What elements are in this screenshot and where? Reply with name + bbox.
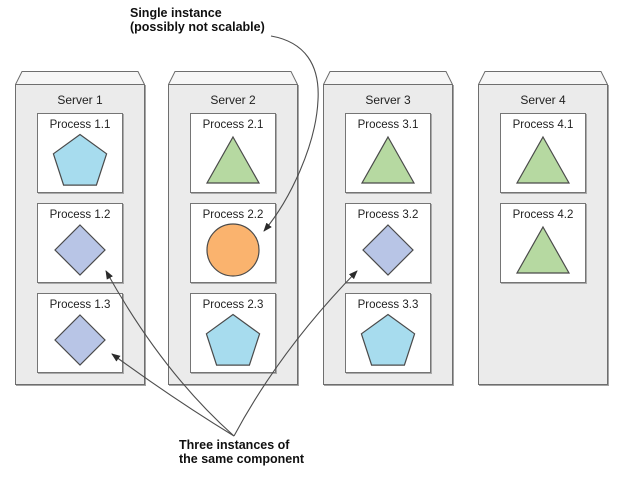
annotation-text-line: the same component [179, 451, 305, 466]
shape-wrap [52, 131, 108, 192]
process-label: Process 3.1 [357, 119, 419, 131]
shape-wrap [515, 221, 571, 282]
diamond-icon [54, 223, 106, 276]
shape-wrap [206, 221, 260, 282]
process-label: Process 4.2 [512, 209, 574, 221]
process-label: Process 2.3 [202, 299, 264, 311]
triangle-icon [360, 135, 416, 184]
server-roof [478, 71, 608, 85]
shape-wrap [205, 311, 261, 372]
process-label: Process 2.1 [202, 119, 264, 131]
triangle-icon [205, 135, 261, 184]
process-label: Process 1.2 [49, 209, 111, 221]
circle-icon [206, 222, 260, 277]
shape-wrap [54, 221, 106, 282]
process-label: Process 3.2 [357, 209, 419, 221]
triangle-icon [515, 225, 571, 274]
shape-wrap [205, 131, 261, 192]
process-box: Process 4.1 [500, 113, 586, 193]
server-title: Server 1 [57, 93, 103, 107]
server-title: Server 3 [365, 93, 411, 107]
server-roof [323, 71, 453, 85]
pentagon-icon [52, 133, 108, 186]
annotation-three-instances: Three instances of the same component [179, 438, 305, 466]
annotation-single-instance: Single instance (possibly not scalable) [130, 6, 265, 34]
process-box: Process 3.3 [345, 293, 431, 373]
process-label: Process 2.2 [202, 209, 264, 221]
process-box: Process 1.2 [37, 203, 123, 283]
server-title: Server 4 [520, 93, 566, 107]
shape-wrap [54, 311, 106, 372]
diamond-icon [54, 313, 106, 366]
process-box: Process 3.1 [345, 113, 431, 193]
process-box: Process 2.3 [190, 293, 276, 373]
annotation-text-line: Three instances of [179, 438, 290, 452]
process-label: Process 1.3 [49, 299, 111, 311]
process-box: Process 1.3 [37, 293, 123, 373]
triangle-icon [515, 135, 571, 184]
process-label: Process 4.1 [512, 119, 574, 131]
server-roof [15, 71, 145, 85]
process-box: Process 2.1 [190, 113, 276, 193]
process-box: Process 1.1 [37, 113, 123, 193]
annotation-text-line: Single instance [130, 6, 222, 20]
shape-wrap [362, 221, 414, 282]
process-label: Process 1.1 [49, 119, 111, 131]
shape-wrap [360, 131, 416, 192]
pentagon-icon [360, 313, 416, 366]
pentagon-icon [205, 313, 261, 366]
process-label: Process 3.3 [357, 299, 419, 311]
process-box: Process 2.2 [190, 203, 276, 283]
annotation-text-line: (possibly not scalable) [130, 19, 265, 34]
shape-wrap [360, 311, 416, 372]
shape-wrap [515, 131, 571, 192]
process-box: Process 4.2 [500, 203, 586, 283]
server-roof [168, 71, 298, 85]
diamond-icon [362, 223, 414, 276]
server-title: Server 2 [210, 93, 256, 107]
process-box: Process 3.2 [345, 203, 431, 283]
